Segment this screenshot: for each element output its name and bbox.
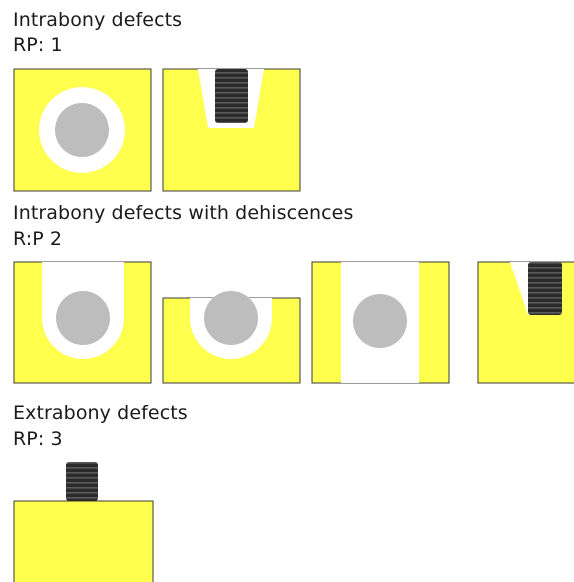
implant-thread-side: [528, 262, 562, 315]
implant-thread-side: [66, 462, 98, 501]
section-2-rp-label: R:P 2: [13, 228, 63, 250]
section-1-side-view: [162, 68, 301, 192]
section-1-top-view: [13, 68, 152, 192]
section-3-title: Extrabony defects: [13, 402, 188, 424]
section-2-panel-a: [13, 261, 152, 384]
section-2-panel-c: [311, 261, 450, 384]
implant-cross-section: [55, 103, 109, 157]
section-3-rp-label: RP: 3: [13, 428, 63, 450]
section-3-panel: [13, 462, 154, 582]
implant-thread-side: [215, 69, 248, 123]
section-2-title: Intrabony defects with dehiscences: [13, 202, 354, 224]
section-1-title: Intrabony defects: [13, 9, 183, 31]
section-2-panel-b: [162, 291, 301, 384]
section-2-panel-d: [477, 261, 574, 384]
section-1-rp-label: RP: 1: [13, 34, 63, 56]
